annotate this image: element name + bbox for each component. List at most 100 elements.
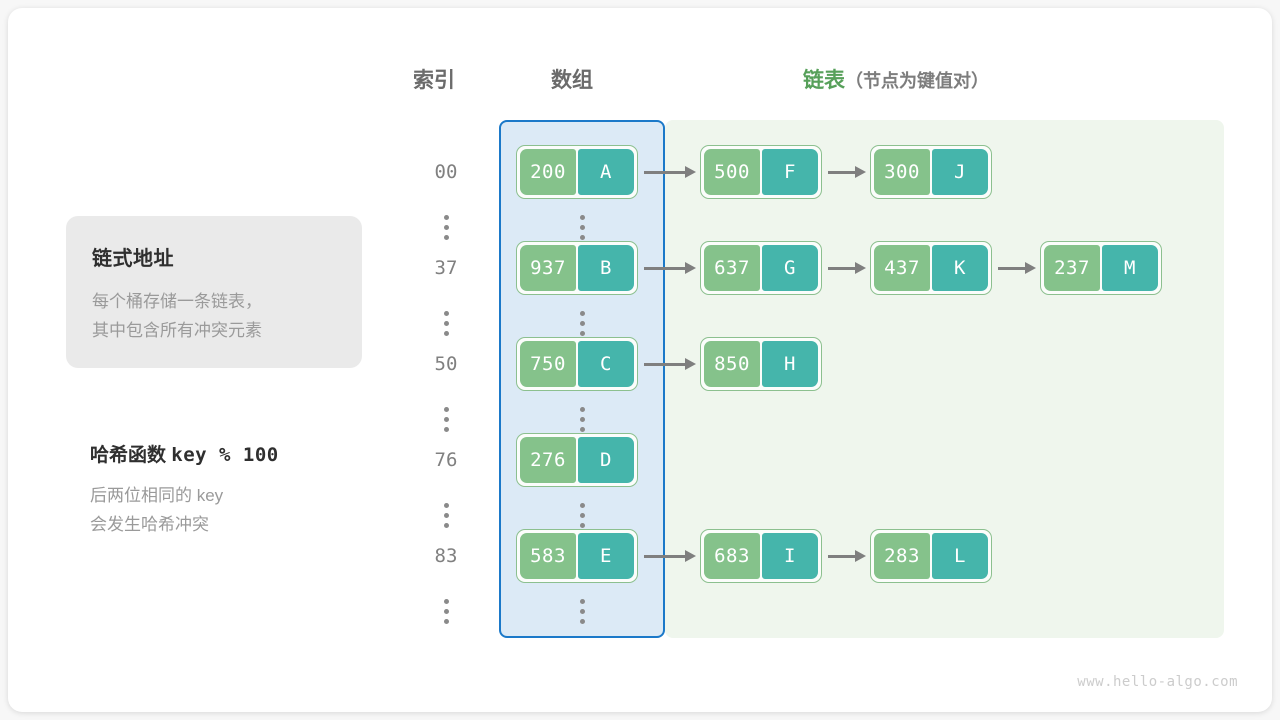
array-ellipsis-37 [572, 303, 592, 343]
chain-node-00-1-value: J [932, 149, 988, 195]
ellipsis-dot [443, 406, 449, 412]
chain-node-50-0-key: 850 [704, 341, 760, 387]
chain-arrow-00-1-shaft [828, 170, 855, 174]
index-ellipsis-83 [436, 591, 456, 631]
ellipsis-dot [579, 330, 585, 336]
ellipsis-dot [579, 224, 585, 230]
bucket-node-50-value: C [578, 341, 634, 387]
column-header-linked-list: 链表（节点为键值对） [803, 64, 989, 94]
info-card: 链式地址 每个桶存储一条链表， 其中包含所有冲突元素 [66, 216, 362, 368]
chain-node-50-0-value: H [762, 341, 818, 387]
chain-node-37-1-value: K [932, 245, 988, 291]
ellipsis-dot [579, 608, 585, 614]
ellipsis-dot [443, 522, 449, 528]
chain-arrow-50-0-head [685, 358, 696, 370]
column-header-linked-list-sub: （节点为键值对） [845, 71, 989, 91]
ellipsis-dot [579, 320, 585, 326]
chain-node-37-0-key: 637 [704, 245, 760, 291]
chain-arrow-00-0 [644, 145, 696, 199]
ellipsis-dot [443, 416, 449, 422]
ellipsis-dot [579, 522, 585, 528]
chain-node-00-0-key: 500 [704, 149, 760, 195]
bucket-node-76-key: 276 [520, 437, 576, 483]
index-label-00: 00 [434, 161, 458, 183]
bucket-node-76-value: D [578, 437, 634, 483]
ellipsis-dot [443, 310, 449, 316]
ellipsis-dot [443, 320, 449, 326]
chain-arrow-37-2-shaft [998, 266, 1025, 270]
chain-arrow-37-2 [998, 241, 1036, 295]
chain-node-83-1-value: L [932, 533, 988, 579]
bucket-node-37-value: B [578, 245, 634, 291]
diagram-canvas: 索引 数组 链表（节点为键值对） 链式地址 每个桶存储一条链表， 其中包含所有冲… [8, 8, 1272, 712]
chain-arrow-83-0-shaft [644, 554, 685, 558]
chain-arrow-00-0-head [685, 166, 696, 178]
chain-arrow-83-0 [644, 529, 696, 583]
bucket-node-00-value: A [578, 149, 634, 195]
array-ellipsis-50 [572, 399, 592, 439]
index-ellipsis-76 [436, 495, 456, 535]
chain-arrow-00-1 [828, 145, 866, 199]
index-label-83: 83 [434, 545, 458, 567]
ellipsis-dot [443, 224, 449, 230]
chain-node-83-0-value: I [762, 533, 818, 579]
ellipsis-dot [579, 426, 585, 432]
index-ellipsis-37 [436, 303, 456, 343]
watermark: www.hello-algo.com [1077, 674, 1238, 690]
chain-arrow-37-2-head [1025, 262, 1036, 274]
chain-arrow-37-1 [828, 241, 866, 295]
ellipsis-dot [579, 234, 585, 240]
bucket-node-37-key: 937 [520, 245, 576, 291]
hash-function-body: 后两位相同的 key 会发生哈希冲突 [90, 486, 224, 534]
index-label-76: 76 [434, 449, 458, 471]
chain-arrow-00-0-shaft [644, 170, 685, 174]
chain-node-37-2-value: M [1102, 245, 1158, 291]
chain-node-00-0-value: F [762, 149, 818, 195]
array-ellipsis-76 [572, 495, 592, 535]
index-ellipsis-50 [436, 399, 456, 439]
ellipsis-dot [443, 234, 449, 240]
chain-arrow-83-0-head [685, 550, 696, 562]
chain-arrow-37-1-shaft [828, 266, 855, 270]
ellipsis-dot [579, 512, 585, 518]
chain-node-83-1-key: 283 [874, 533, 930, 579]
bucket-node-83-value: E [578, 533, 634, 579]
ellipsis-dot [443, 512, 449, 518]
ellipsis-dot [443, 426, 449, 432]
chain-arrow-83-1-head [855, 550, 866, 562]
chain-node-83-0-key: 683 [704, 533, 760, 579]
hash-function-formula: key % 100 [171, 444, 279, 466]
ellipsis-dot [579, 310, 585, 316]
chain-arrow-50-0 [644, 337, 696, 391]
hash-function-label: 哈希函数 [90, 445, 167, 466]
column-header-index: 索引 [413, 69, 455, 92]
index-ellipsis-00 [436, 207, 456, 247]
bucket-node-83-key: 583 [520, 533, 576, 579]
ellipsis-dot [443, 618, 449, 624]
chain-arrow-83-1 [828, 529, 866, 583]
index-label-50: 50 [434, 353, 458, 375]
chain-arrow-50-0-shaft [644, 362, 685, 366]
chain-node-37-2-key: 237 [1044, 245, 1100, 291]
ellipsis-dot [443, 214, 449, 220]
info-card-title: 链式地址 [92, 248, 174, 270]
ellipsis-dot [443, 608, 449, 614]
column-header-linked-list-main: 链表 [803, 69, 845, 92]
ellipsis-dot [443, 330, 449, 336]
hash-function-note: 哈希函数 key % 100 后两位相同的 key 会发生哈希冲突 [90, 440, 390, 539]
ellipsis-dot [579, 598, 585, 604]
chain-arrow-37-0-head [685, 262, 696, 274]
ellipsis-dot [579, 406, 585, 412]
